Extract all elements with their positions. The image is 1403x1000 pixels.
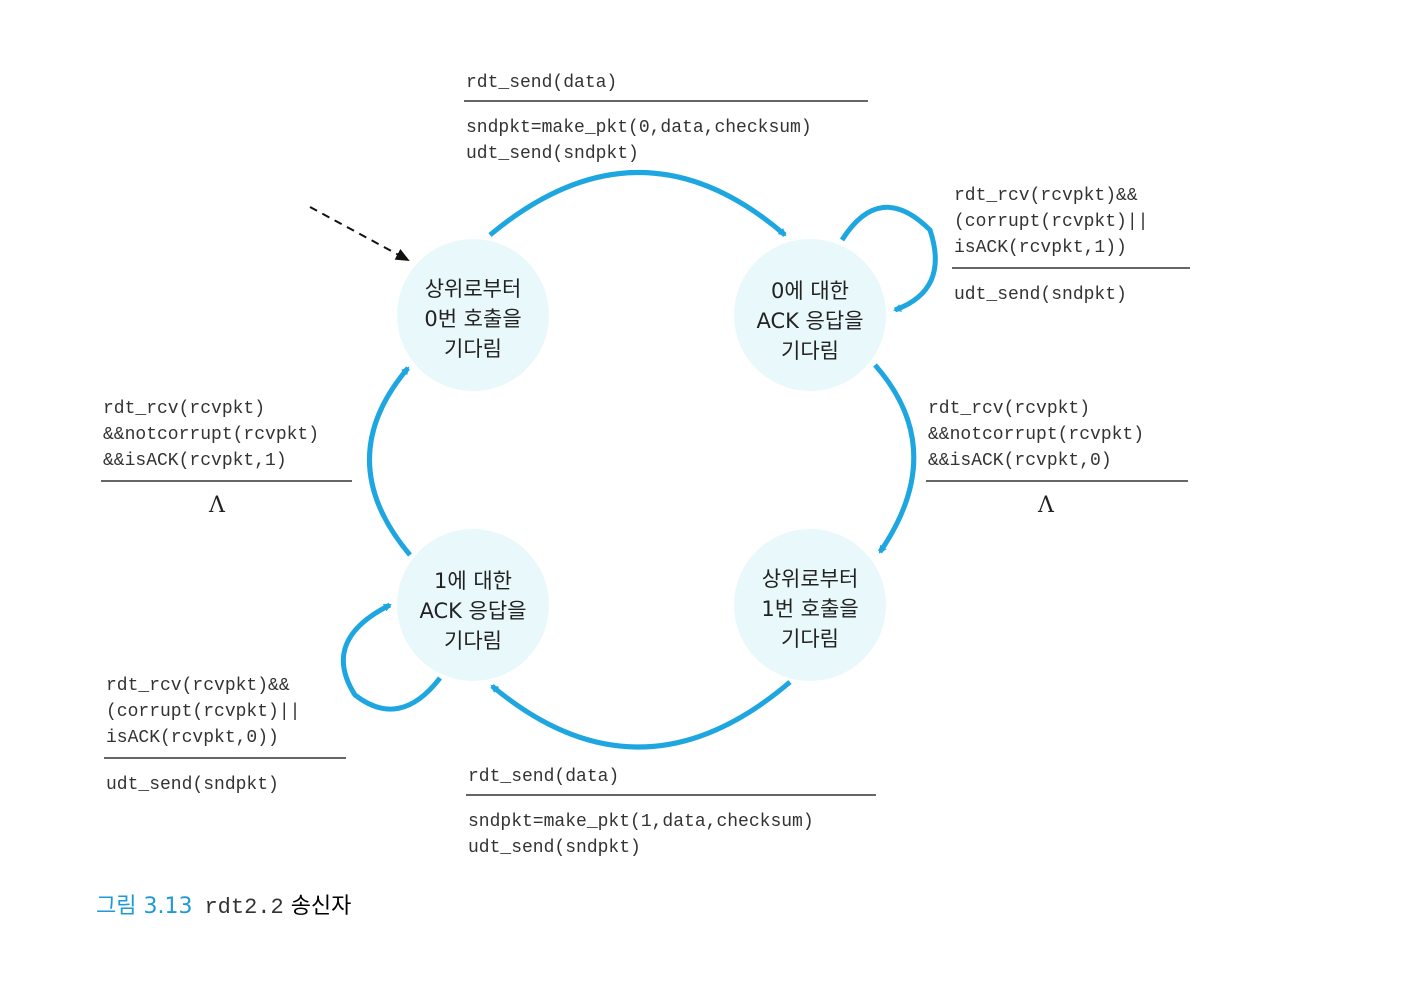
state-label: 기다림 [444,337,502,361]
transition-event: &&isACK(rcvpkt,0) [928,451,1112,471]
state-label: ACK 응답을 [419,599,526,623]
initial-state-arrow [309,206,410,261]
state-wait-ack-1 [397,529,549,681]
state-label: 상위로부터 [425,277,522,301]
arrow-self-left [340,602,442,712]
lambda-action: Λ [1037,493,1055,518]
arrow-bottom [490,680,792,750]
state-label: 기다림 [781,339,839,363]
transition-action: udt_send(sndpkt) [468,838,641,858]
transition-event: rdt_send(data) [466,73,617,93]
transition-event: rdt_rcv(rcvpkt)&& [954,186,1138,206]
transition-event: isACK(rcvpkt,1)) [954,238,1127,258]
state-wait-ack-0 [734,239,886,391]
state-label: 1번 호출을 [761,597,858,621]
figure-number: 그림 3.13 [96,894,193,919]
transition-event: rdt_send(data) [468,767,619,787]
state-wait-call-1 [734,529,886,681]
arrow-top [488,170,787,237]
transition-event: rdt_rcv(rcvpkt) [103,399,265,419]
state-label: 기다림 [444,629,502,653]
state-wait-call-0 [397,239,549,391]
state-label: ACK 응답을 [756,309,863,333]
state-label: 상위로부터 [762,567,859,591]
transition-event: rdt_rcv(rcvpkt)&& [106,676,290,696]
transition-event: &&notcorrupt(rcvpkt) [103,425,319,445]
transition-event: (corrupt(rcvpkt)|| [954,212,1148,232]
transition-action: sndpkt=make_pkt(0,data,checksum) [466,118,812,138]
figure-caption: 그림 3.13 rdt2.2 송신자 [96,888,351,920]
state-label: 1에 대한 [434,569,512,593]
arrow-left [367,366,412,557]
state-label: 기다림 [781,627,839,651]
arrow-self-right [839,204,938,313]
arrow-right [873,363,917,554]
transition-action: sndpkt=make_pkt(1,data,checksum) [468,812,814,832]
transition-action: udt_send(sndpkt) [106,775,279,795]
caption-code: rdt2.2 [204,895,284,920]
state-label: 0번 호출을 [424,307,521,331]
transition-event: &&isACK(rcvpkt,1) [103,451,287,471]
transition-action: udt_send(sndpkt) [954,285,1127,305]
state-label: 0에 대한 [771,279,849,303]
lambda-action: Λ [208,493,226,518]
caption-text: 송신자 [290,894,352,919]
transition-event: &&notcorrupt(rcvpkt) [928,425,1144,445]
transition-action: udt_send(sndpkt) [466,144,639,164]
transition-event: isACK(rcvpkt,0)) [106,728,279,748]
transition-event: rdt_rcv(rcvpkt) [928,399,1090,419]
transition-event: (corrupt(rcvpkt)|| [106,702,300,722]
